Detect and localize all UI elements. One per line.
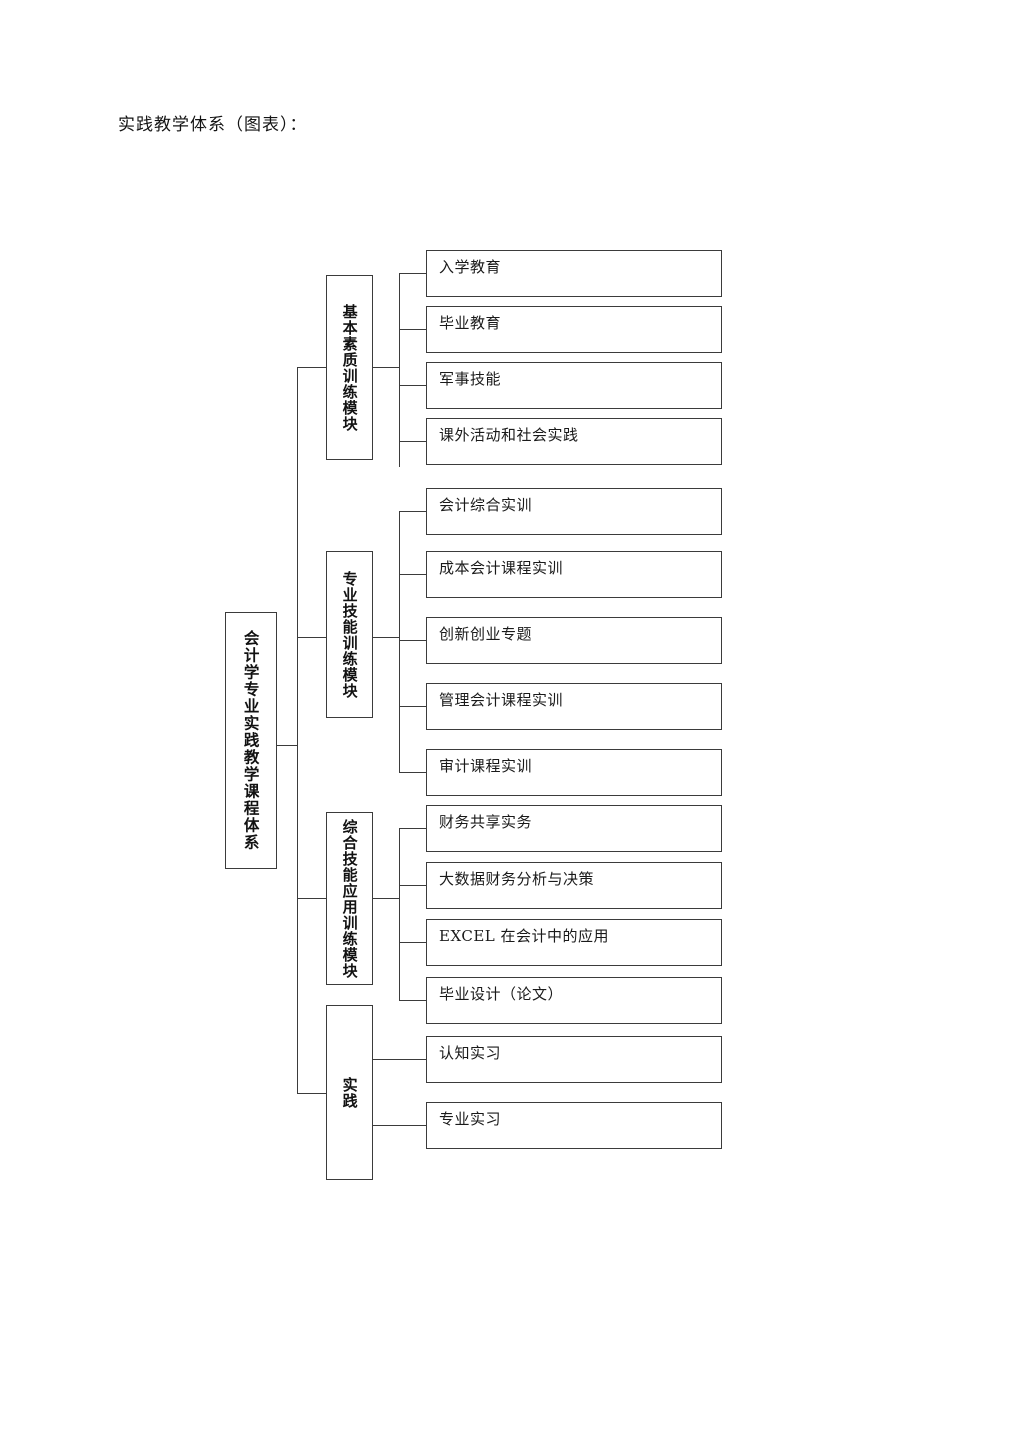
module-label-4: 实践	[340, 1076, 359, 1109]
leaf-connector-3-2	[399, 885, 426, 886]
leaf-box-1-1: 入学教育	[426, 250, 722, 297]
leaf-box-2-5: 审计课程实训	[426, 749, 722, 796]
leaf-connector-2-3	[399, 640, 426, 641]
leaf-box-3-2: 大数据财务分析与决策	[426, 862, 722, 909]
leaf-label-3-2: 大数据财务分析与决策	[439, 870, 595, 888]
root-node-box: 会计学专业实践教学课程体系	[225, 612, 277, 869]
leaf-box-1-4: 课外活动和社会实践	[426, 418, 722, 465]
module-2-connector	[297, 637, 326, 638]
leaf-connector-1-1	[399, 273, 426, 274]
module-3-bus-stub	[373, 898, 399, 899]
module-2-vertical-bus	[399, 511, 400, 772]
leaf-connector-1-4	[399, 441, 426, 442]
leaf-box-2-3: 创新创业专题	[426, 617, 722, 664]
leaf-connector-2-4	[399, 706, 426, 707]
leaf-label-2-1: 会计综合实训	[439, 496, 533, 514]
leaf-box-2-2: 成本会计课程实训	[426, 551, 722, 598]
leaf-label-1-3: 军事技能	[439, 370, 502, 388]
leaf-label-3-4: 毕业设计（论文）	[439, 985, 564, 1003]
page-title: 实践教学体系（图表）：	[118, 115, 308, 135]
module-4-connector	[297, 1093, 326, 1094]
module-box-2: 专业技能训练模块	[326, 551, 373, 718]
leaf-box-1-3: 军事技能	[426, 362, 722, 409]
module-box-3: 综合技能应用训练模块	[326, 812, 373, 985]
leaf-box-2-1: 会计综合实训	[426, 488, 722, 535]
root-vertical-bus	[297, 367, 298, 1093]
leaf-label-3-1: 财务共享实务	[439, 813, 533, 831]
module-label-1: 基本素质训练模块	[340, 303, 359, 432]
leaf-connector-2-1	[399, 511, 426, 512]
leaf-label-2-4: 管理会计课程实训	[439, 691, 564, 709]
leaf-label-2-2: 成本会计课程实训	[439, 559, 564, 577]
leaf-label-2-5: 审计课程实训	[439, 757, 533, 775]
module-3-connector	[297, 898, 326, 899]
leaf-connector-3-1	[399, 828, 426, 829]
leaf-connector-3-4	[399, 1000, 426, 1001]
leaf-label-3-3: EXCEL 在会计中的应用	[439, 927, 610, 945]
leaf-connector-1-2	[399, 329, 426, 330]
module-label-2: 专业技能训练模块	[340, 570, 359, 699]
module-1-connector	[297, 367, 326, 368]
leaf-box-3-3: EXCEL 在会计中的应用	[426, 919, 722, 966]
leaf-box-3-4: 毕业设计（论文）	[426, 977, 722, 1024]
leaf-connector-1-3	[399, 385, 426, 386]
leaf-connector-4-2	[373, 1125, 426, 1126]
module-2-bus-stub	[373, 637, 399, 638]
root-node-label: 会计学专业实践教学课程体系	[241, 630, 261, 851]
module-3-vertical-bus	[399, 828, 400, 1000]
leaf-box-4-2: 专业实习	[426, 1102, 722, 1149]
root-connector-stub	[277, 745, 298, 746]
leaf-box-2-4: 管理会计课程实训	[426, 683, 722, 730]
leaf-box-4-1: 认知实习	[426, 1036, 722, 1083]
leaf-connector-3-3	[399, 942, 426, 943]
module-1-vertical-bus	[399, 273, 400, 467]
leaf-label-1-4: 课外活动和社会实践	[439, 426, 579, 444]
leaf-label-4-2: 专业实习	[439, 1110, 502, 1128]
leaf-connector-4-1	[373, 1059, 426, 1060]
module-box-4: 实践	[326, 1005, 373, 1180]
module-1-bus-stub	[373, 367, 399, 368]
leaf-connector-2-2	[399, 574, 426, 575]
leaf-label-1-1: 入学教育	[439, 258, 502, 276]
leaf-label-2-3: 创新创业专题	[439, 625, 533, 643]
module-label-3: 综合技能应用训练模块	[340, 818, 359, 979]
leaf-box-1-2: 毕业教育	[426, 306, 722, 353]
leaf-label-1-2: 毕业教育	[439, 314, 502, 332]
leaf-connector-2-5	[399, 772, 426, 773]
module-box-1: 基本素质训练模块	[326, 275, 373, 460]
leaf-label-4-1: 认知实习	[439, 1044, 502, 1062]
leaf-box-3-1: 财务共享实务	[426, 805, 722, 852]
